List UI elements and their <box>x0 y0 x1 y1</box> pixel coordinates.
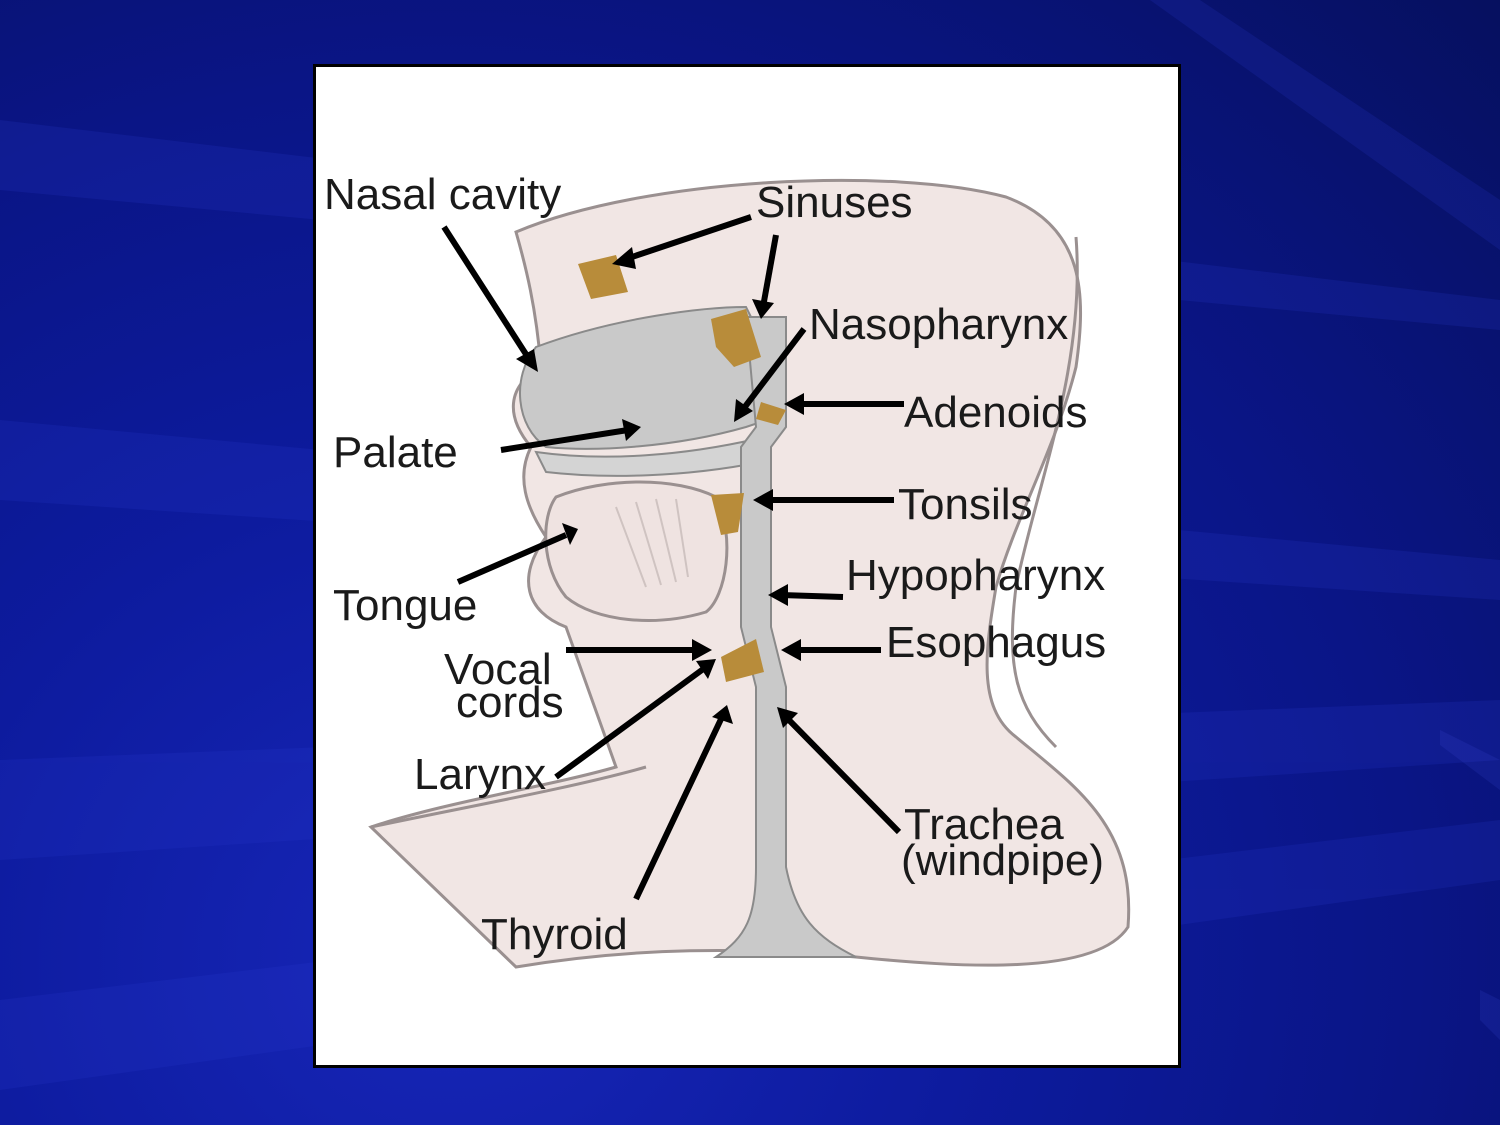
label-adenoids: Adenoids <box>904 388 1087 437</box>
label-trachea-line2: (windpipe) <box>901 836 1104 885</box>
tonsils-shape <box>711 493 744 535</box>
label-sinuses: Sinuses <box>756 178 913 227</box>
label-hypopharynx: Hypopharynx <box>846 551 1105 600</box>
label-vocal-line2: cords <box>456 678 564 727</box>
label-nasopharynx: Nasopharynx <box>809 300 1068 349</box>
label-arrows <box>441 214 904 901</box>
label-tonsils: Tonsils <box>898 480 1033 529</box>
tongue-shape <box>544 480 729 622</box>
larynx-shape <box>721 639 764 682</box>
label-vocal-line1: Vocal <box>444 645 552 694</box>
nasal-cavity-region <box>519 305 777 450</box>
tongue-fibers <box>615 498 689 588</box>
label-trachea-line1: Trachea <box>904 800 1064 849</box>
jaw-line <box>370 765 647 829</box>
label-thyroid: Thyroid <box>481 910 628 959</box>
label-nasal-cavity: Nasal cavity <box>324 170 561 219</box>
label-palate: Palate <box>333 428 458 477</box>
label-tongue: Tongue <box>333 581 477 630</box>
adenoids-shape <box>756 402 786 425</box>
pharynx-airway <box>712 316 857 958</box>
sinus-frontal <box>578 255 628 299</box>
neck-back-line <box>1010 236 1079 749</box>
label-esophagus: Esophagus <box>886 618 1106 667</box>
upper-airway-diagram: Nasal cavity Sinuses Nasopharynx Adenoid… <box>324 170 1131 969</box>
anatomy-figure-frame: Nasal cavity Sinuses Nasopharynx Adenoid… <box>313 64 1181 1068</box>
label-larynx: Larynx <box>414 750 546 799</box>
sinus-sphenoid <box>711 309 761 367</box>
